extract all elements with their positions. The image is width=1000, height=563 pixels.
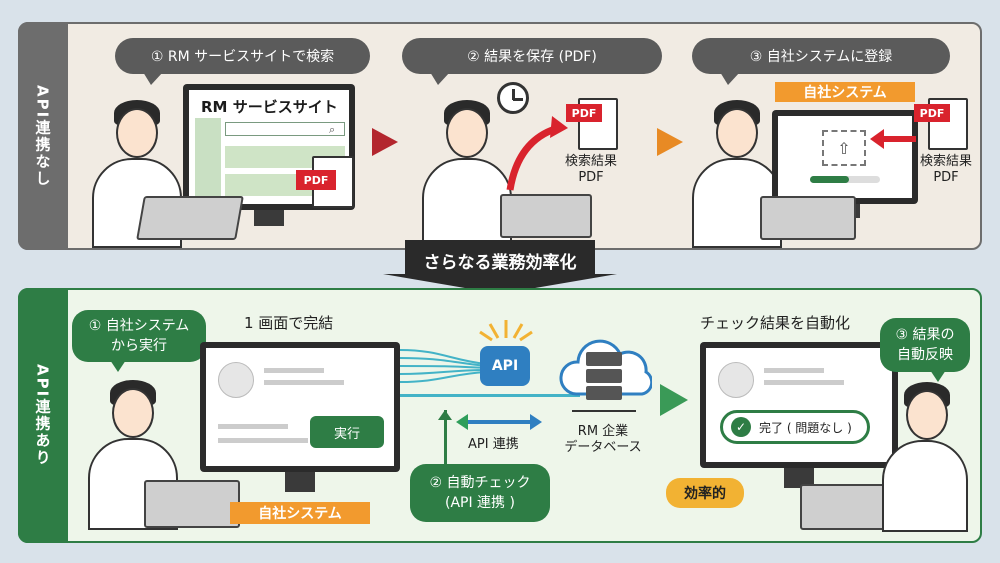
monitor-3: ⇧ (772, 110, 918, 204)
bottom-side-label: API連携あり (18, 288, 68, 543)
complete-status: ✓ 完了 ( 問題なし ) (720, 410, 870, 444)
bidirectional-arrow (456, 414, 542, 430)
auto-check-bubble: ② 自動チェック (API 連携 ) (410, 464, 550, 522)
top-side-label: API連携なし (18, 22, 68, 250)
banner-arrow: さらなる業務効率化 (383, 240, 617, 294)
person-5 (880, 382, 970, 532)
own-system-label-bottom: 自社システム (230, 502, 370, 524)
cloud-icon (559, 339, 652, 396)
complete-text: 完了 ( 問題なし ) (759, 420, 852, 435)
pdf-tag-1: PDF (296, 170, 336, 190)
laptop-1 (136, 196, 244, 240)
upload-progress (810, 176, 880, 183)
step1-bubble: ① RM サービスサイトで検索 (115, 38, 370, 85)
laptop-5 (800, 484, 890, 530)
data-stream (400, 349, 486, 383)
arrow-right-1 (372, 128, 398, 156)
bubble-auto-reflect: ③ 結果の 自動反映 (880, 318, 970, 372)
site-search-bar (225, 122, 345, 136)
upload-icon: ⇧ (822, 130, 866, 166)
step2-bubble: ② 結果を保存 (PDF) (402, 38, 662, 85)
file-pdf-label: 検索結果 PDF (919, 154, 972, 185)
step3-bubble: ③ 自社システムに登録 (692, 38, 950, 85)
one-screen-title: 1 画面で完結 (244, 314, 334, 332)
bottom-side-text: API連携あり (33, 364, 52, 467)
saved-pdf-label: 検索結果 PDF (564, 154, 617, 185)
pdf-tag-3: PDF (914, 104, 950, 122)
monitor-5: ✓ 完了 ( 問題なし ) (700, 342, 898, 468)
arrow-right-2 (657, 128, 683, 156)
upload-arrow (880, 136, 916, 142)
monitor-4: 実行 (200, 342, 400, 472)
laptop-3 (760, 196, 856, 240)
step1-text: ① RM サービスサイトで検索 (150, 49, 335, 65)
avatar (218, 362, 254, 398)
bubble-execute-from-system: ① 自社システム から実行 (72, 310, 206, 362)
step3-text: ③ 自社システムに登録 (749, 49, 893, 65)
site-title: RM サービスサイト (201, 98, 338, 116)
connection-line (400, 394, 580, 397)
arrow-right-3 (660, 384, 688, 416)
clock-icon (497, 82, 529, 114)
execute-button[interactable]: 実行 (310, 416, 384, 448)
banner-text: さらなる業務効率化 (423, 253, 577, 273)
db-label: RM 企業 データベース (564, 424, 642, 455)
top-side-text: API連携なし (33, 84, 52, 188)
save-arrow (506, 116, 568, 191)
step2-text: ② 結果を保存 (PDF) (467, 49, 597, 65)
auto-title: チェック結果を自動化 (700, 314, 851, 332)
database-server-icon (586, 352, 622, 400)
api-link-label: API 連携 (468, 437, 519, 452)
search-icon: ⌕ (329, 123, 336, 136)
own-system-label-top: 自社システム (775, 82, 915, 102)
api-spark-icon (479, 320, 533, 342)
check-icon: ✓ (731, 417, 751, 437)
avatar-2 (718, 362, 754, 398)
pdf-tag-2: PDF (566, 104, 602, 122)
person-2 (420, 100, 512, 248)
api-node: API (480, 346, 530, 386)
laptop-2 (500, 194, 592, 238)
laptop-4 (144, 480, 240, 528)
efficient-badge: 効率的 (666, 478, 744, 508)
